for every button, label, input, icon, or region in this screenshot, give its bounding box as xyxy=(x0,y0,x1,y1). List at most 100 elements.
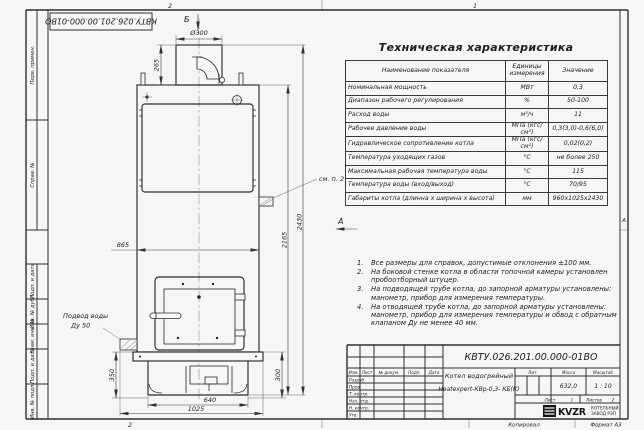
dim-body-height: 2165 xyxy=(281,232,289,249)
dim-overall-depth: 1025 xyxy=(188,405,205,413)
sheet-label: Лист xyxy=(544,398,556,403)
sheet-frame: 2 1 2 А xyxy=(25,0,629,429)
scale-value: 1 : 10 xyxy=(594,383,611,390)
zone-label-top-1: 1 xyxy=(473,3,477,10)
spec-cell-units: МПа (кгс/см²) xyxy=(505,121,549,138)
spec-cell-value: 0,3(3,0)-0,6(6,0) xyxy=(548,121,608,138)
dimensions: Ø300 265 865 2165 2430 350 300 640 1025 xyxy=(108,29,306,416)
col-izm: Изм. xyxy=(349,370,359,375)
col-doc: № докум. xyxy=(378,370,400,375)
spec-cell-value: 0,3 xyxy=(548,81,608,96)
note-item: 3. На подводящей трубе котла, до запорной… xyxy=(357,285,629,301)
view-b-label: Б xyxy=(184,15,190,24)
stamp-doc-number: КВТУ.026.201.00.000-01ВО xyxy=(45,17,157,26)
row-utv: Утв. xyxy=(349,413,358,418)
spec-header-value: Значение xyxy=(548,60,608,82)
product-name-line1: Котел водогрейный xyxy=(445,372,513,380)
note-number: 3. xyxy=(357,285,364,294)
spec-cell-value: 50-100 xyxy=(548,94,608,110)
margin-label-vzam-inv: Взам. инв. № xyxy=(30,318,36,353)
row-nkontr: Н. контр. xyxy=(349,406,369,411)
spec-header-units: Единицы измерения xyxy=(505,60,549,82)
spec-row: Габариты котла (длинна х ширина х высота… xyxy=(345,191,608,207)
view-a-label: А xyxy=(337,217,343,226)
margin-label-podp-data-2: Подп. и дата xyxy=(30,348,36,383)
note-text: На подводящей трубе котла, до запорной а… xyxy=(371,285,612,302)
notes-list: 1.Все размеры для справок, допустимые от… xyxy=(357,259,629,328)
note-item: 4. На отводящей трубе котла, до запорной … xyxy=(357,303,629,327)
row-prov: Пров. xyxy=(349,385,361,390)
note-item: 1.Все размеры для справок, допустимые от… xyxy=(357,259,629,267)
mass-value: 632,0 xyxy=(560,383,577,390)
logo-text: KVZR xyxy=(558,407,587,418)
dim-base-height-right: 300 xyxy=(274,369,282,381)
boiler-front-view: Б см. п. 2 Подвод xyxy=(63,14,357,402)
logo-sub2: ЗАВОД РЭП xyxy=(591,411,616,416)
spec-cell-value: 70/95 xyxy=(548,178,608,193)
spec-cell-name: Габариты котла (длинна х ширина х высота… xyxy=(345,191,506,207)
spec-cell-name: Диапазон рабочего регулирования xyxy=(345,94,506,110)
mass-label: Масса xyxy=(562,370,576,375)
spec-cell-name: Номинальная мощность xyxy=(345,81,506,96)
title-block: КВТУ.026.201.00.000-01ВО Изм. Лист № док… xyxy=(346,344,620,419)
spec-cell-name: Температура воды (вход/выход) xyxy=(345,178,506,193)
spec-cell-units: % xyxy=(505,94,549,110)
dim-body-width: 865 xyxy=(117,241,129,249)
spec-cell-units: °С xyxy=(505,151,549,166)
note-text: На отводящей трубе котла, до запорной ар… xyxy=(371,302,617,328)
note-number: 2. xyxy=(357,268,364,277)
note-item: 2.На боковой стенке котла в области топо… xyxy=(357,268,629,284)
margin-label-podp-data-1: Подп. и дата xyxy=(30,263,36,298)
note-number: 4. xyxy=(357,302,364,311)
spec-cell-units: МВт xyxy=(505,81,549,96)
callout-see-note: см. п. 2 xyxy=(319,175,344,183)
spec-cell-name: Рабочее давление воды xyxy=(345,121,506,138)
kvzr-logo: KVZR КОТЕЛЬНЫЙ ЗАВОД РЭП xyxy=(543,405,618,418)
scale-label: Масштаб xyxy=(593,370,613,375)
top-stamp: КВТУ.026.201.00.000-01ВО xyxy=(45,12,157,31)
spec-row: Диапазон рабочего регулирования%50-100 xyxy=(345,94,608,110)
dim-flue-diameter: Ø300 xyxy=(189,29,208,37)
spec-cell-name: Гидравлическое сопротивление котла xyxy=(345,136,506,153)
lit-label: Лит. xyxy=(527,370,538,375)
format-label: Формат А3 xyxy=(590,423,622,429)
zone-label-right: А xyxy=(621,218,626,224)
sheets-label: Листов xyxy=(585,398,602,403)
spec-cell-value: 960х1025х2430 xyxy=(548,191,608,207)
logo-sub1: КОТЕЛЬНЫЙ xyxy=(591,406,618,411)
titleblock-doc-number: КВТУ.026.201.00.000-01ВО xyxy=(465,352,598,363)
spec-table: Наименование показателя Единицы измерени… xyxy=(345,60,608,207)
callout-water-inlet-dn: Ду 50 xyxy=(70,322,90,330)
sheet-value: 1 xyxy=(571,398,574,403)
zone-label-top-2: 2 xyxy=(168,3,172,10)
note-number: 1. xyxy=(357,259,364,267)
spec-table-title: Техническая характеристика xyxy=(378,41,574,54)
spec-cell-units: мм xyxy=(505,191,549,207)
product-name-line2: Heatexpert-КВр-0,3- КБ(К) xyxy=(438,386,519,393)
spec-cell-name: Температура уходящих газов xyxy=(345,151,506,166)
copy-label: Копировал xyxy=(508,423,540,429)
col-list: Лист xyxy=(361,370,373,375)
dim-total-height: 2430 xyxy=(296,214,304,231)
spec-cell-name: Расход воды xyxy=(345,108,506,123)
margin-label-inv-dubl: Инв. № дубл. xyxy=(30,293,36,329)
row-razrab: Разраб. xyxy=(349,378,365,383)
spec-cell-value: 11 xyxy=(548,108,608,123)
spec-cell-units: м³/ч xyxy=(505,108,549,123)
spec-cell-name: Максимальная рабочая температура воды xyxy=(345,164,506,180)
spec-cell-units: °С xyxy=(505,178,549,193)
row-tkontr: Т. контр. xyxy=(349,392,368,397)
spec-header-name: Наименование показателя xyxy=(345,60,506,82)
col-data: Дата xyxy=(428,370,440,375)
spec-cell-value: 0,02(0,2) xyxy=(548,136,608,153)
spec-cell-value: не более 250 xyxy=(548,151,608,166)
col-podp: Подп. xyxy=(408,370,421,375)
